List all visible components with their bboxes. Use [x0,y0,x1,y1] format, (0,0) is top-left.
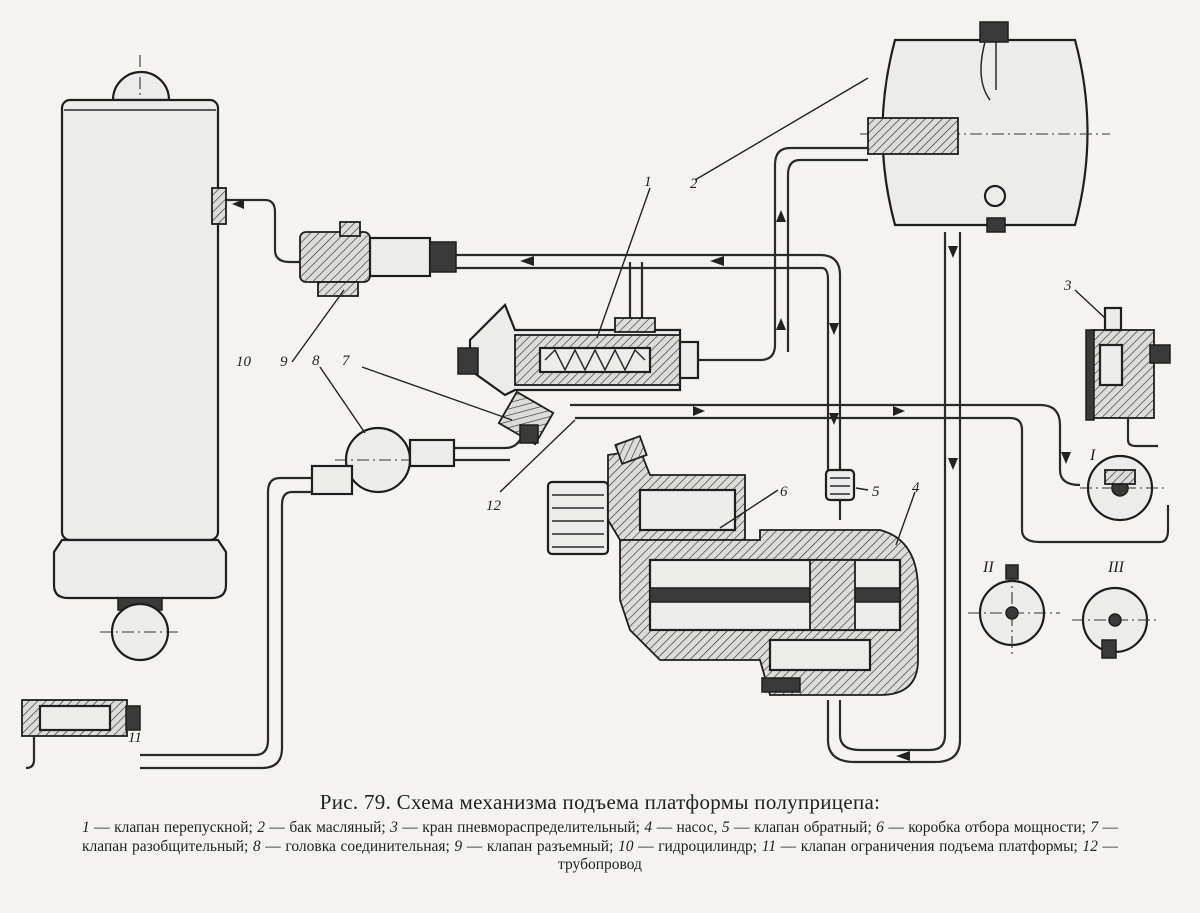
legend-item: 11 — клапан ограничения подъема платформ… [761,837,1078,855]
legend-item-number: 8 [252,837,261,855]
legend-item: 8 — головка соединительная; [252,837,450,855]
hydraulic-cylinder [52,55,228,665]
disconnect-valve [497,390,555,446]
legend-item-number: 7 [1090,819,1099,836]
legend-item-text: трубопровод [558,856,642,873]
legend-item-text: клапан перепускной; [114,819,253,836]
label-5: 5 [872,484,880,500]
legend-item-text: клапан обратный; [753,819,872,836]
bypass-valve [457,303,700,397]
legend-item-number: 12 [1082,837,1098,855]
legend-item-number: 10 [618,837,634,855]
legend-item-text: насос, [676,819,718,836]
hydraulic-scheme-diagram: 1 2 3 4 5 6 7 8 9 10 11 12 I II III [21,21,1171,770]
legend-item-text: гидроцилиндр; [658,837,758,855]
caption-legend: 1 — клапан перепускной; 2 — бак масляный… [60,819,1140,875]
legend-item-text: головка соединительная; [285,837,450,855]
legend-item: 3 — кран пневмораспределительный; [390,819,640,836]
connecting-head [310,426,456,496]
legend-item-number: 11 [761,837,777,855]
legend-item: 9 — клапан разъемный; [454,837,614,855]
label-11: 11 [128,730,142,746]
view-III [1072,586,1160,659]
caption-title: Рис. 79. Схема механизма подъема платфор… [319,790,881,814]
legend-item: 12 — трубопровод [558,837,1119,874]
legend-item-number: 6 [876,819,884,836]
legend-item-number: 5 [721,819,730,836]
legend-item: 6 — коробка отбора мощности; [876,819,1086,836]
legend-item-text: бак масляный; [289,819,386,836]
legend-item-text: клапан разобщительный; [82,837,249,855]
legend-item: 1 — клапан перепускной; [82,819,253,836]
pipelines [140,146,1170,770]
label-6: 6 [780,484,788,500]
pump-pto-assembly [546,435,919,696]
view-label-I: I [1089,447,1096,464]
figure-caption: Рис. 79. Схема механизма подъема платфор… [60,790,1140,875]
part-number-labels: 1 2 3 4 5 6 7 8 9 10 11 12 I II III [128,174,1125,746]
label-2: 2 [690,176,698,192]
view-label-III: III [1107,559,1125,576]
legend-item: 2 — бак масляный; [257,819,386,836]
label-12: 12 [486,498,502,514]
lift-limit-valve [21,699,141,770]
legend-item-text: клапан разъемный; [486,837,614,855]
label-1: 1 [644,174,652,190]
leader-lines [291,77,1106,546]
separable-valve [299,221,457,297]
pneumatic-distributor [1085,306,1171,448]
legend-item-number: 4 [644,819,653,836]
oil-tank [860,21,1110,233]
legend-item-number: 9 [454,837,463,855]
flow-arrows [232,199,1071,761]
legend-item: 7 — клапан разобщительный; [82,819,1119,855]
view-label-II: II [982,559,994,576]
label-7: 7 [342,353,351,369]
view-II [968,564,1060,655]
check-valve [824,468,856,502]
legend-item-text: кран пневмораспределительный; [422,819,640,836]
legend-item: 4 — насос, [644,819,718,836]
legend-item-text: клапан ограничения подъема платформы; [800,837,1078,855]
legend-item: 10 — гидроцилиндр; [618,837,758,855]
label-8: 8 [312,353,320,369]
label-9: 9 [280,354,288,370]
label-4: 4 [912,480,920,496]
legend-item-number: 2 [257,819,266,836]
legend-item-number: 3 [390,819,398,836]
label-10: 10 [236,354,252,370]
view-I [1080,454,1165,522]
legend-item-text: коробка отбора мощности; [908,819,1086,836]
legend-item: 5 — клапан обратный; [721,819,872,836]
legend-item-number: 1 [82,819,90,836]
label-3: 3 [1063,278,1072,294]
